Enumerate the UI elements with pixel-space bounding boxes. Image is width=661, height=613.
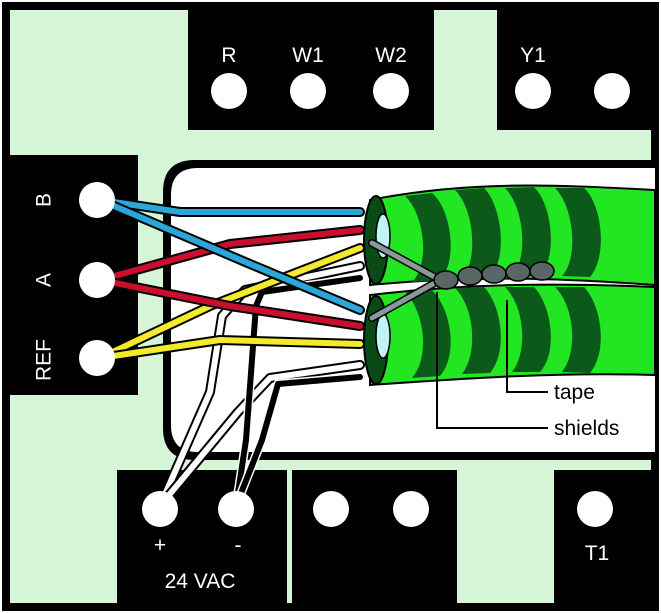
label-w2: W2: [375, 44, 407, 67]
label-24vac: 24 VAC: [165, 570, 236, 593]
label-24vac-minus: -: [235, 534, 242, 557]
wire-red-a: [95, 225, 365, 331]
label-24vac-plus: +: [154, 534, 166, 557]
label-r: R: [221, 44, 236, 67]
terminal-bottom-middle-2: [393, 491, 429, 527]
terminal-r: [211, 73, 247, 109]
label-a: A: [33, 273, 56, 287]
terminal-24vac-plus: [142, 491, 178, 527]
terminal-b: [79, 182, 115, 218]
shield-drain-wires: [368, 239, 555, 322]
label-b: B: [33, 193, 56, 207]
top-terminal-block-1: [188, 4, 434, 130]
terminal-unlabeled-top: [594, 73, 630, 109]
bottom-terminal-block-middle: [292, 470, 457, 609]
label-shields: shields: [554, 417, 619, 440]
label-t1: T1: [585, 542, 610, 565]
terminal-ref: [79, 340, 115, 376]
label-tape: tape: [554, 381, 595, 404]
terminal-w1: [290, 73, 326, 109]
terminal-y1: [515, 73, 551, 109]
terminal-24vac-minus: [218, 491, 254, 527]
label-ref: REF: [33, 339, 56, 381]
terminal-t1: [577, 491, 613, 527]
terminal-a: [79, 262, 115, 298]
bottom-terminal-block-t1: [554, 470, 657, 609]
label-w1: W1: [292, 44, 324, 67]
shields-leader-line: [436, 292, 548, 429]
top-terminal-block-2: [497, 4, 657, 130]
wires: [95, 195, 365, 511]
terminal-bottom-middle-1: [313, 491, 349, 527]
cable-lower: [363, 283, 656, 387]
bottom-terminal-block-power: [117, 470, 287, 609]
tape-leader-line: [506, 300, 548, 393]
label-y1: Y1: [520, 44, 546, 67]
terminal-w2: [373, 73, 409, 109]
wire-blue-b: [95, 195, 365, 315]
twisted-shield: [433, 261, 555, 290]
